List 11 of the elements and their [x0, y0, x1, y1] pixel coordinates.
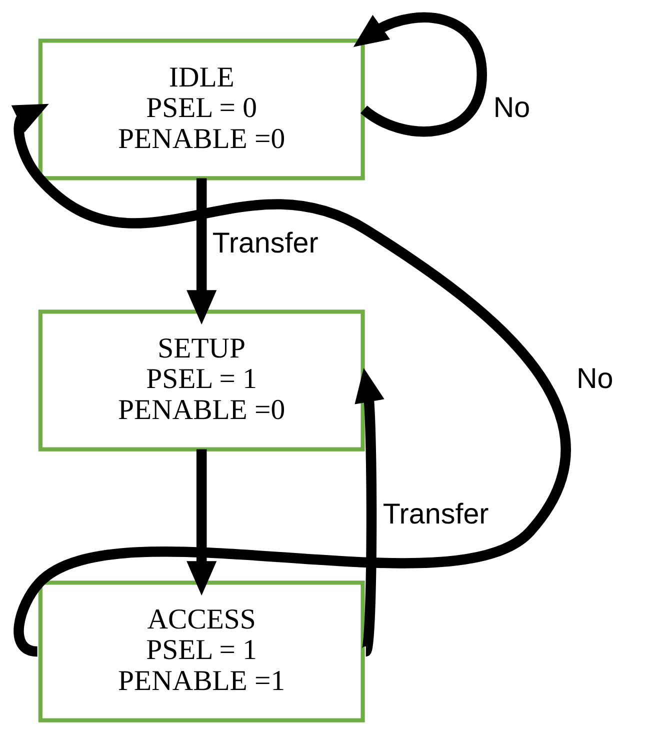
edge-label: Transfer — [382, 498, 489, 531]
arrow — [186, 449, 217, 596]
edge-label: No — [576, 363, 614, 396]
node-box: SETUP PSEL = 1 PENABLE =0 — [38, 310, 365, 452]
node-box: IDLE PSEL = 0 PENABLE =0 — [38, 38, 365, 180]
arrow — [11, 104, 570, 656]
arrow — [186, 178, 217, 324]
edge-label: No — [493, 92, 530, 124]
arrow — [353, 12, 487, 137]
edge-label: Transfer — [212, 228, 318, 260]
node-box: ACCESS PSEL = 1 PENABLE =1 — [38, 580, 365, 722]
